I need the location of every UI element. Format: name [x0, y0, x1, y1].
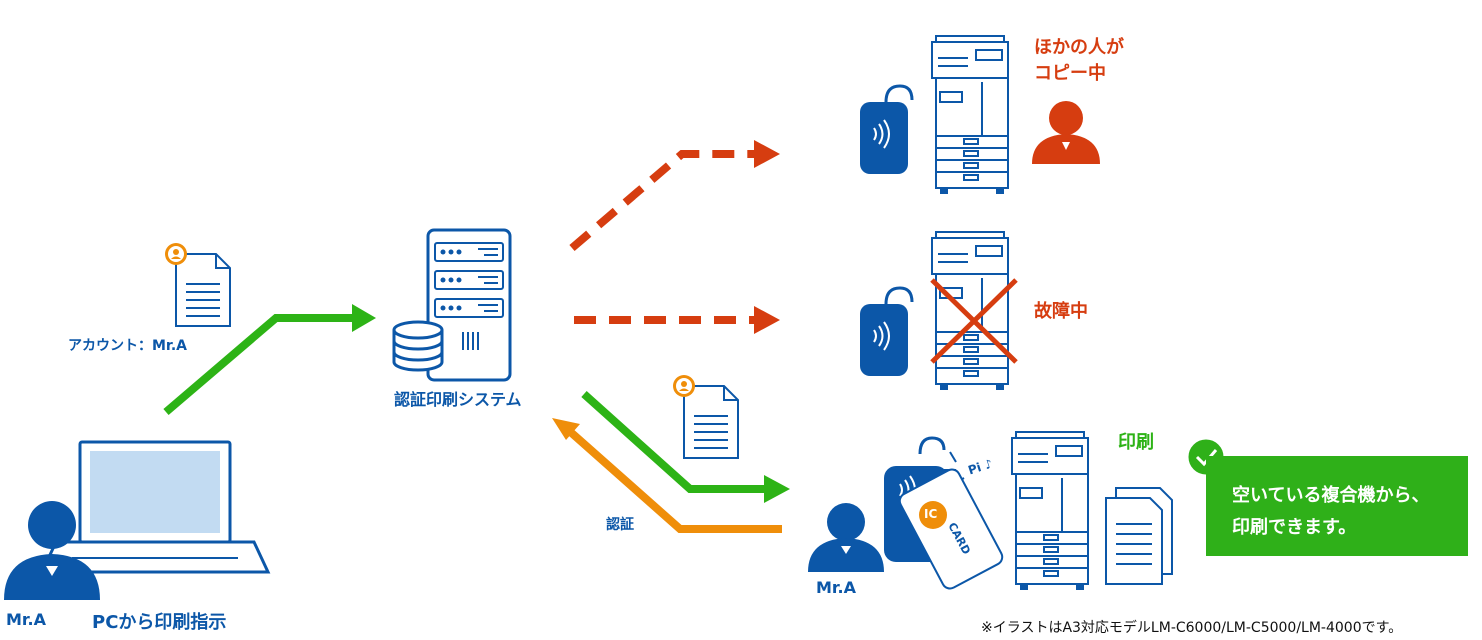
database-icon: [392, 320, 444, 372]
ic-card-icon: [898, 468, 1004, 590]
print-label: 印刷: [1118, 432, 1154, 453]
user-right-label: Mr.A: [816, 578, 856, 597]
green-arrow-system-to-mfp: [581, 391, 790, 503]
user-left-label: Mr.A: [6, 610, 46, 629]
card-reader-icon-middle: [858, 286, 914, 378]
ic-card-ic-label: IC: [924, 507, 938, 521]
printer-icon-available: [1011, 431, 1089, 591]
green-arrow-pc-to-system: [163, 304, 376, 416]
footnote: ※イラストはA3対応モデルLM-C6000/LM-C5000/LM-4000です…: [981, 620, 1403, 636]
card-reader-icon-top: [858, 84, 914, 176]
pc-instruction-label: PCから印刷指示: [92, 612, 227, 633]
laptop-icon: [39, 440, 271, 574]
orange-auth-arrow: [552, 418, 782, 533]
callout-line2: 印刷できます。: [1232, 516, 1357, 538]
document-icon-account: [164, 242, 231, 327]
auth-label: 認証: [606, 517, 634, 533]
document-icon-job: [672, 374, 739, 459]
busy-label-line2: コピー中: [1034, 63, 1106, 84]
available-printer-callout: 空いている複合機から、 印刷できます。: [1206, 456, 1468, 556]
printer-icon-broken: [931, 231, 1009, 391]
red-dashed-arrow-middle: [574, 306, 780, 334]
printed-pages-icon: [1105, 487, 1173, 585]
printer-icon-busy: [931, 35, 1009, 195]
other-user-icon: [1032, 101, 1100, 164]
broken-label: 故障中: [1034, 301, 1088, 322]
system-label: 認証印刷システム: [394, 390, 522, 409]
account-label: アカウント：Mr.A: [68, 338, 187, 354]
red-dashed-arrow-upper: [569, 140, 780, 252]
user-avatar-right: [808, 503, 884, 572]
busy-label-line1: ほかの人が: [1034, 37, 1124, 58]
callout-line1: 空いている複合機から、: [1232, 485, 1430, 506]
out-of-order-cross-icon: [930, 278, 1018, 364]
user-avatar-left: [4, 501, 100, 600]
server-icon: [426, 228, 512, 382]
